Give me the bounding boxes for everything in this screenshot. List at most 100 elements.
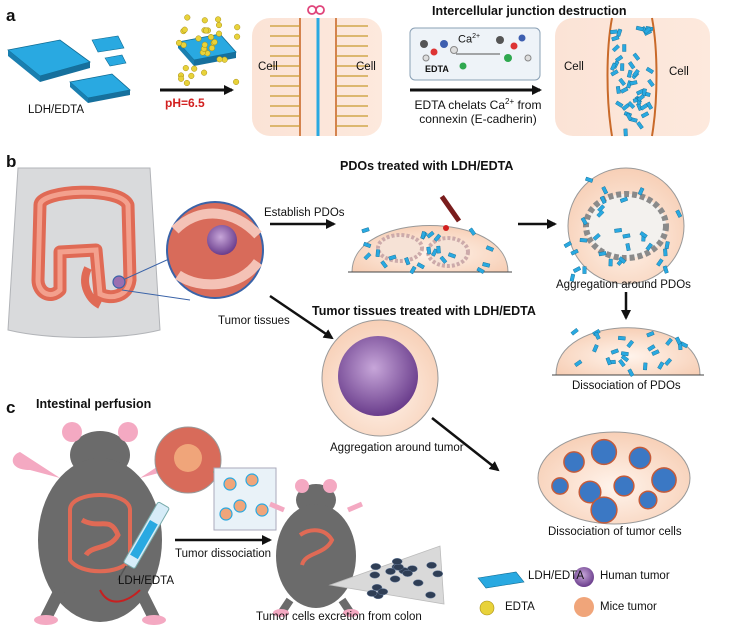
ldh-flake	[626, 339, 635, 349]
excreted-cell	[425, 591, 436, 599]
pdo-aggregation-graphic	[567, 167, 685, 285]
excreted-cell	[393, 563, 404, 571]
excreted-cell	[366, 589, 378, 597]
excreted-cell	[370, 563, 382, 571]
edta-particle	[203, 27, 210, 34]
ldh-flake	[614, 228, 623, 233]
ldh-flake	[375, 249, 381, 257]
edta-particle	[175, 39, 183, 46]
ldh-flake	[615, 85, 621, 94]
legend-mice-tumor-label: Mice tumor	[600, 601, 657, 613]
ldh-flake	[621, 103, 630, 111]
ldh-flake	[426, 246, 432, 255]
ldh-flake	[582, 266, 587, 274]
cell-left-label-2: Cell	[564, 61, 584, 73]
ldh-flake	[637, 187, 645, 196]
legend-edta-label: EDTA	[505, 601, 535, 613]
edta-particle	[234, 24, 241, 31]
excreted-cell	[389, 575, 401, 583]
ldh-flake	[585, 176, 594, 183]
ldh-flake	[674, 336, 682, 345]
ldh-flake	[608, 258, 613, 267]
ldh-flake	[625, 243, 631, 252]
mouse-tumor-cluster	[255, 503, 269, 517]
panel-c-graphics	[12, 422, 594, 625]
tumor-aggregation-graphic	[321, 319, 439, 437]
ldh-flake	[580, 216, 588, 226]
ldh-flake	[363, 241, 372, 249]
mouse-tumor-cluster	[223, 477, 237, 491]
legend-graphics	[477, 567, 594, 617]
edta-particle	[195, 35, 202, 42]
excreted-cell	[432, 570, 444, 578]
edta-particle	[201, 41, 208, 48]
aggregation-pdos-label: Aggregation around PDOs	[556, 279, 691, 291]
excreted-cell	[412, 579, 424, 587]
tumor-cluster	[590, 438, 618, 466]
ldh-flake	[623, 128, 628, 137]
edta-molecule-icon	[420, 34, 532, 70]
tumor-cluster	[638, 490, 658, 510]
mouse-2-graphic	[269, 479, 363, 617]
ldh-flake	[570, 248, 579, 256]
excreted-cell	[426, 561, 437, 569]
ldh-edta-label: LDH/EDTA	[28, 104, 85, 116]
ldh-flake	[615, 100, 624, 108]
ldh-flake	[627, 61, 636, 70]
edta-particle	[182, 65, 189, 72]
ldh-flake	[563, 240, 572, 249]
ldh-flake	[620, 63, 625, 71]
ph-label: pH=6.5	[165, 96, 205, 110]
ldh-flake	[609, 29, 618, 35]
ldh-flake	[643, 362, 648, 371]
edta-particle	[201, 69, 208, 76]
junction-rungs-1	[270, 25, 368, 127]
ldh-flake	[380, 260, 388, 269]
tumor-cluster	[651, 467, 677, 493]
excreted-cell	[391, 558, 403, 565]
edta-particle	[234, 33, 241, 40]
ldh-flake	[611, 35, 620, 42]
panel-c-letter: c	[6, 398, 16, 417]
mouse-tumor-cluster	[245, 473, 259, 487]
ldh-flake	[361, 227, 370, 234]
panel-a-title: Intercellular junction destruction	[432, 4, 627, 18]
edta-particle	[191, 65, 198, 72]
ldh-flake	[619, 196, 629, 203]
ldh-flake	[627, 101, 636, 110]
panel-b-graphics	[7, 167, 704, 525]
ldh-flake	[645, 66, 655, 75]
ldh-flake	[656, 258, 664, 267]
tumor-cluster	[551, 477, 569, 495]
cell-right-label-2: Cell	[669, 66, 689, 78]
ldh-flake	[426, 230, 435, 239]
edta-particle	[207, 34, 215, 41]
panel-a-letter: a	[6, 6, 16, 25]
ldh-flake	[651, 349, 660, 356]
ldh-flake	[663, 248, 668, 257]
blue-flakes-2	[609, 25, 655, 137]
ldh-flake	[665, 337, 673, 346]
ldh-flake	[447, 252, 457, 259]
ldh-flake	[618, 77, 626, 87]
ldh-flake	[622, 44, 627, 52]
ldh-flake	[625, 112, 633, 121]
establish-pdos-label: Establish PDOs	[264, 207, 345, 219]
edta-particle	[211, 39, 218, 46]
ldh-flake	[647, 344, 656, 352]
pdo-treated-title: PDOs treated with LDH/EDTA	[340, 159, 514, 173]
ldh-flake	[592, 232, 601, 241]
tumor-tissues-label: Tumor tissues	[218, 315, 290, 327]
ldh-flake	[592, 344, 599, 353]
ldh-flake	[597, 204, 606, 213]
pdo-dissociation-graphic	[552, 327, 704, 376]
ldh-flake	[620, 86, 629, 94]
ldh-flake	[611, 44, 620, 53]
chelate-caption: EDTA chelats Ca2+ from connexin (E-cadhe…	[414, 97, 542, 126]
panel-b-letter: b	[6, 152, 17, 171]
tumor-cluster	[563, 451, 585, 473]
tumor-dissociation-label: Tumor dissociation	[175, 548, 272, 560]
ldh-flake	[363, 252, 372, 261]
legend-ldh-label: LDH/EDTA	[528, 570, 585, 582]
